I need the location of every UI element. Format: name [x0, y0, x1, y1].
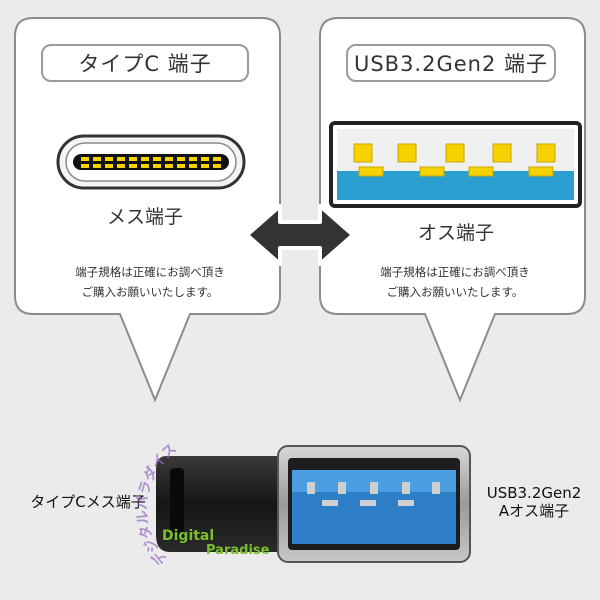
watermark-line1: Digital	[162, 528, 215, 544]
right-note-line2: ご購入お願いいたします。	[386, 285, 524, 299]
left-note-line1: 端子規格は正確にお調べ頂き	[75, 265, 225, 279]
right-panel-title-text: USB3.2Gen2 端子	[353, 52, 549, 76]
right-note-line1: 端子規格は正確にお調べ頂き	[380, 265, 530, 279]
left-panel-title: タイプC 端子	[41, 44, 249, 82]
watermark-line2: Paradise	[206, 543, 270, 558]
left-note-line2: ご購入お願いいたします。	[81, 285, 219, 299]
left-connector-label: メス端子	[106, 206, 183, 228]
product-left-label: タイプCメス端子	[30, 493, 146, 511]
right-note: 端子規格は正確にお調べ頂き ご購入お願いいたします。	[335, 262, 575, 302]
left-panel-title-text: タイプC 端子	[78, 52, 212, 76]
watermark-arc-text: デジタルパラダイス	[135, 441, 180, 569]
left-bubble	[14, 17, 281, 403]
product-right-label-line1: USB3.2Gen2	[486, 484, 582, 502]
right-connector-label: オス端子	[417, 222, 494, 244]
right-bubble	[319, 17, 586, 403]
left-note: 端子規格は正確にお調べ頂き ご購入お願いいたします。	[30, 262, 270, 302]
right-panel-title: USB3.2Gen2 端子	[346, 44, 556, 82]
product-right-label-line2: Aオス端子	[498, 502, 570, 520]
product-right-label: USB3.2Gen2 Aオス端子	[470, 484, 598, 520]
